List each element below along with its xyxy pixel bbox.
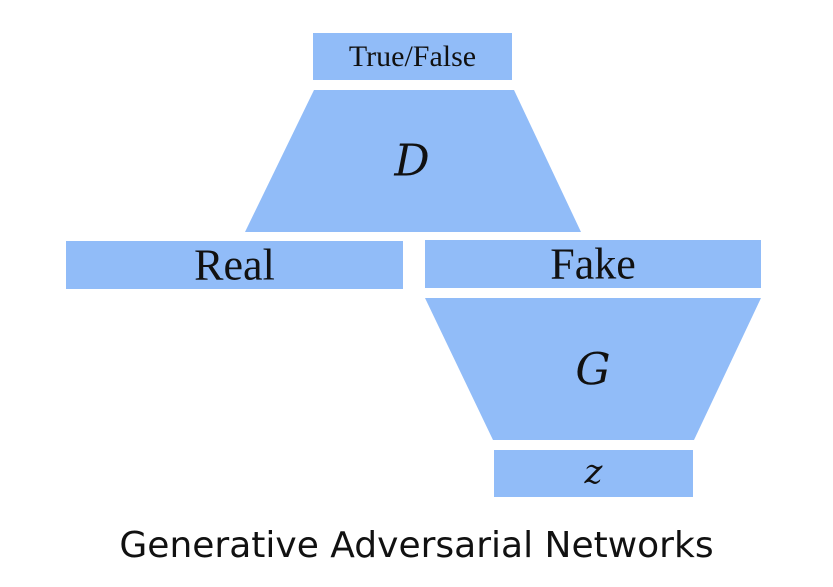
- generator-block: G: [425, 298, 761, 440]
- discriminator-label: D: [393, 136, 429, 187]
- output-block: True/False: [313, 33, 512, 80]
- fake-block: Fake: [425, 240, 761, 289]
- noise-label: z: [584, 452, 604, 492]
- discriminator-block: D: [245, 90, 581, 232]
- diagram-caption: Generative Adversarial Networks: [119, 525, 714, 566]
- real-label: Real: [194, 241, 275, 290]
- output-label: True/False: [349, 40, 476, 73]
- real-block: Real: [66, 241, 403, 290]
- generator-label: G: [575, 345, 610, 396]
- fake-label: Fake: [550, 240, 636, 289]
- noise-block: z: [494, 450, 693, 497]
